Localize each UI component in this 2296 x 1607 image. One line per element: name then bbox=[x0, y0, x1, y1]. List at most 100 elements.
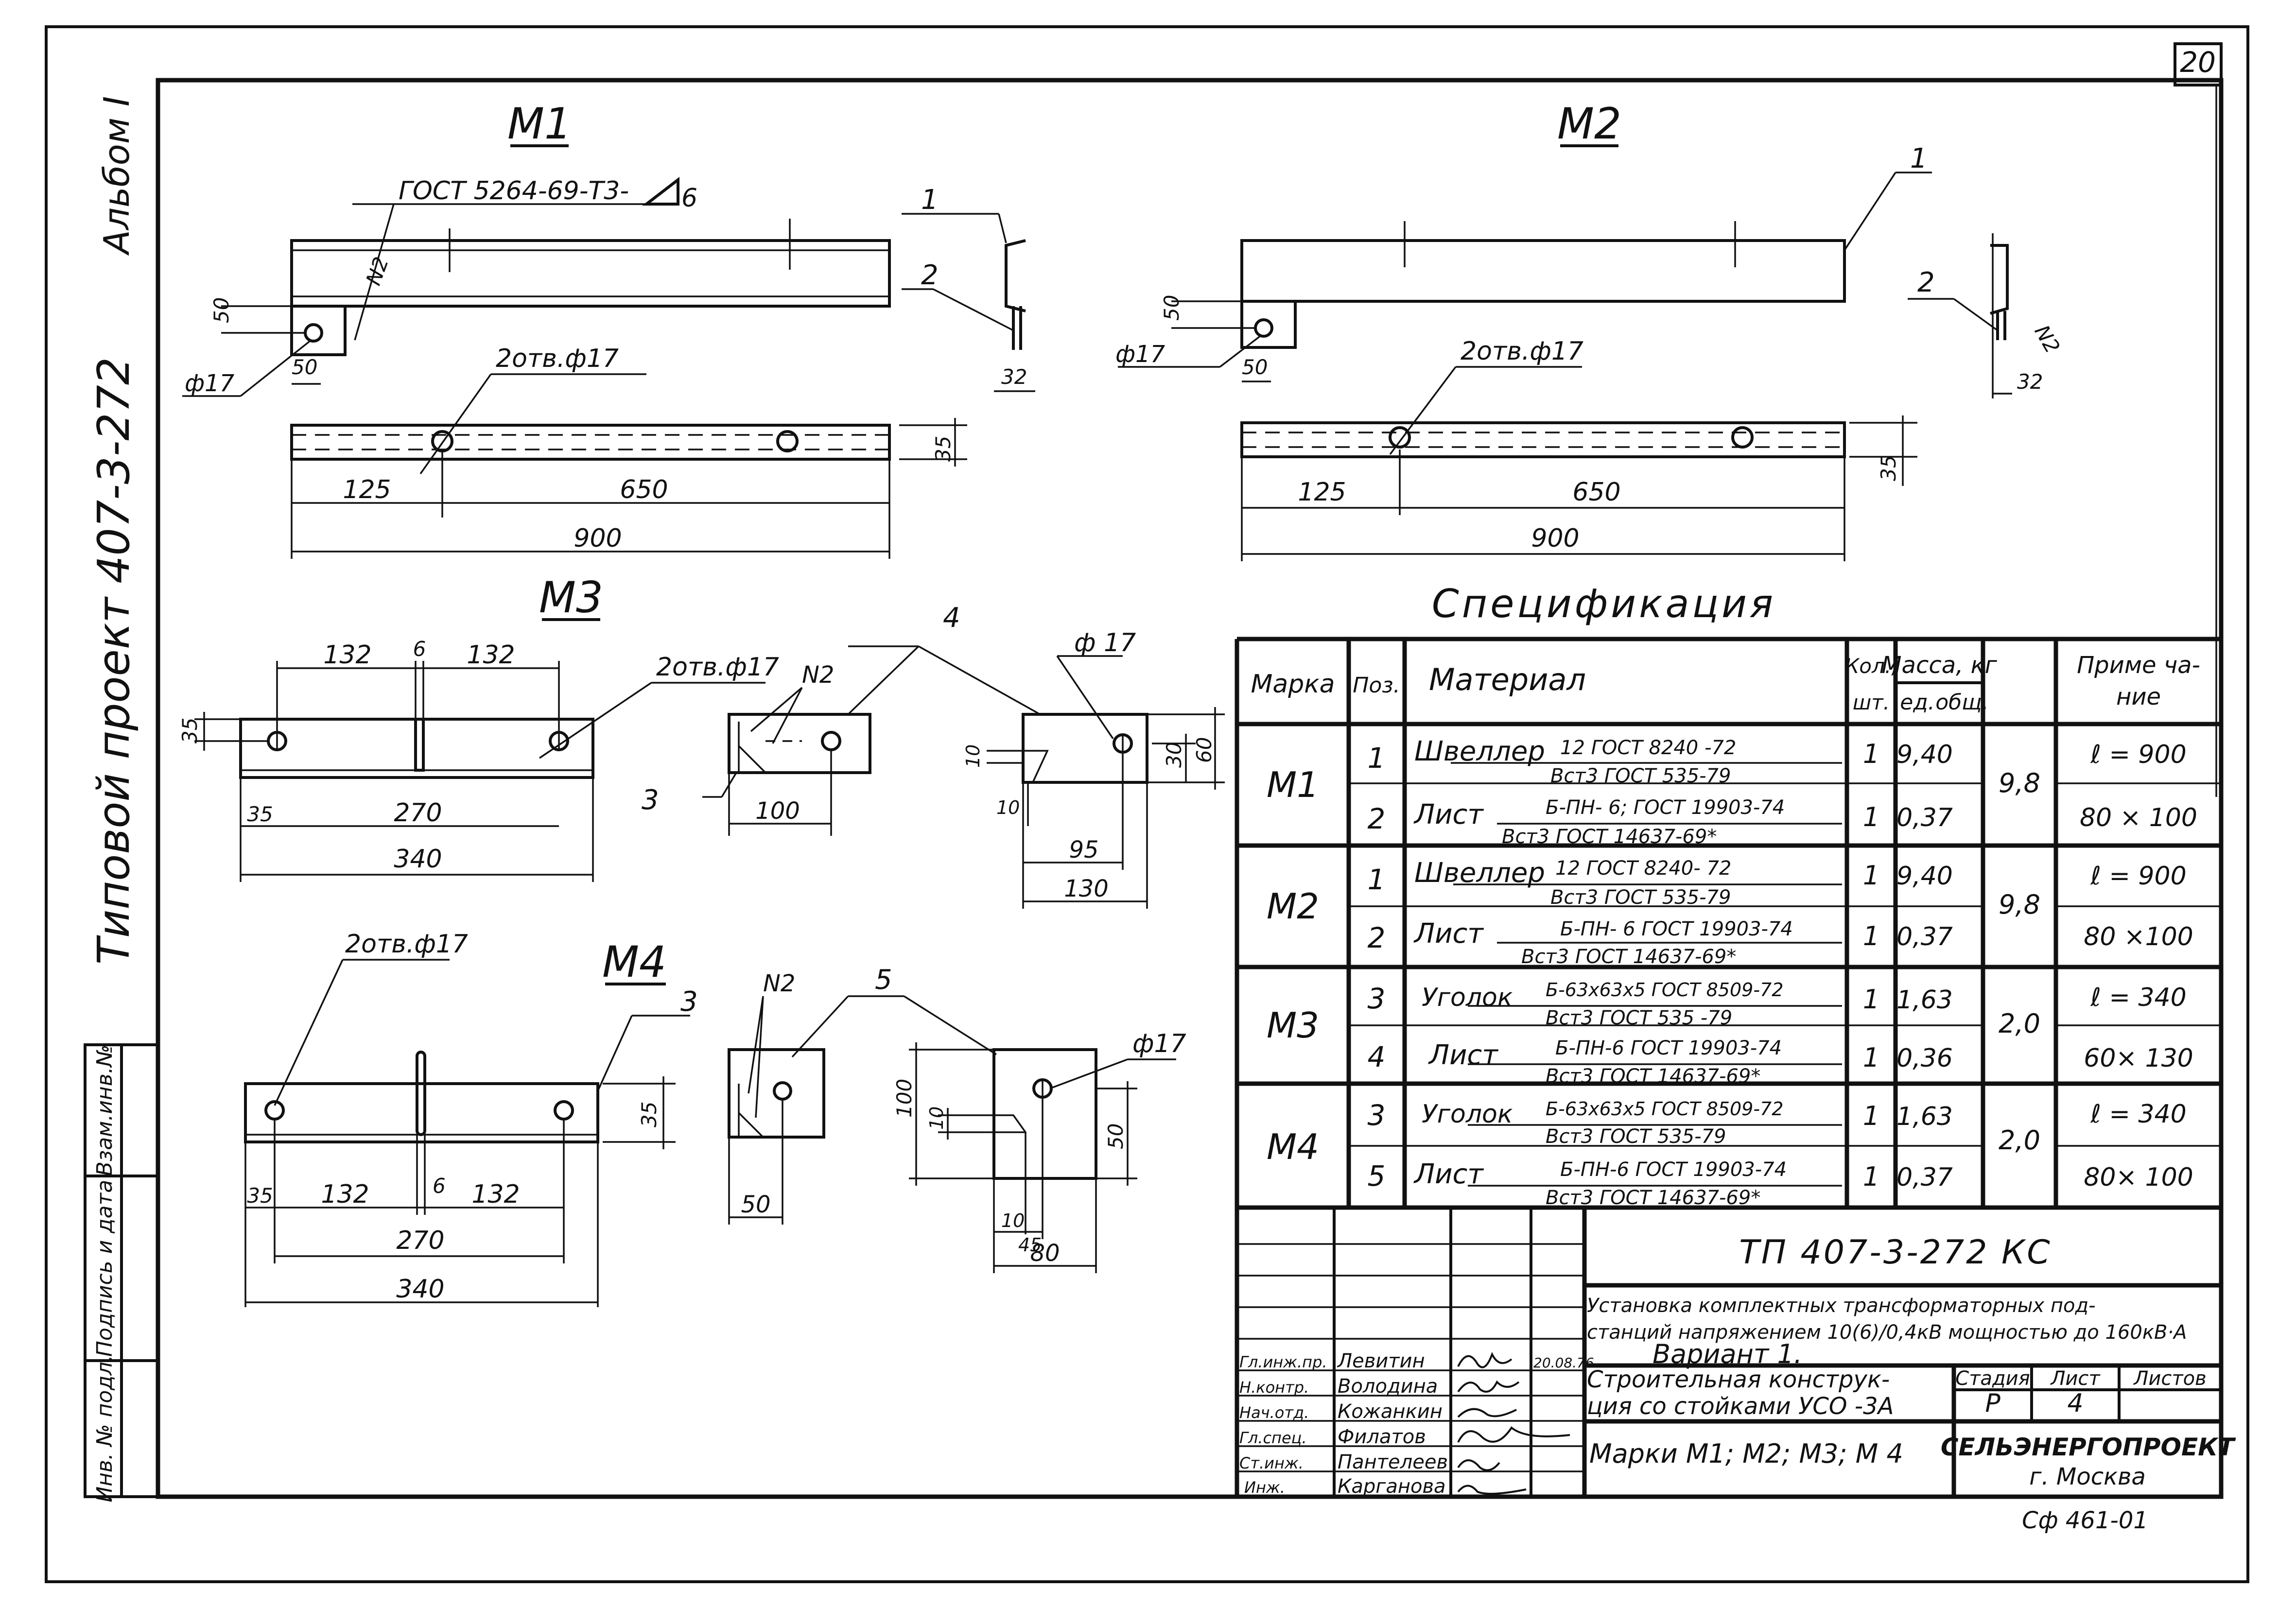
m4-callout5: 5 bbox=[875, 964, 892, 996]
m3-d100: 100 bbox=[755, 797, 800, 825]
m1-n2: N2 bbox=[361, 254, 393, 288]
m1-d32: 32 bbox=[1001, 365, 1027, 389]
spec-mark: М1 bbox=[1267, 764, 1319, 805]
spec-mark: М4 bbox=[1267, 1126, 1319, 1167]
m3-phi17: ф 17 bbox=[1074, 628, 1136, 657]
left-stamp bbox=[84, 1043, 159, 1498]
m3-d340: 340 bbox=[394, 845, 442, 874]
m4-phi17: ф17 bbox=[1132, 1029, 1186, 1058]
spec-material-top: Б-63х63х5 ГОСТ 8509-72 bbox=[1546, 979, 1783, 1001]
spec-material-name: Уголок bbox=[1422, 983, 1513, 1012]
spec-unit-mass: 0,37 bbox=[1896, 1163, 1953, 1192]
spec-header-pos: Поз. bbox=[1353, 673, 1400, 698]
spec-pos: 4 bbox=[1368, 1040, 1386, 1073]
m4-d10a: 10 bbox=[926, 1106, 947, 1130]
spec-mark: М3 bbox=[1267, 1005, 1319, 1046]
m1-callout2: 2 bbox=[921, 259, 939, 291]
spec-material-top: 12 ГОСТ 8240- 72 bbox=[1555, 857, 1731, 880]
spec-material-bottom: Вст3 ГОСТ 535 -79 bbox=[1546, 1007, 1732, 1029]
m1-drawing bbox=[182, 144, 1035, 559]
m2-n2: N2 bbox=[2030, 321, 2065, 358]
m1-d900: 900 bbox=[574, 524, 622, 553]
spec-unit-mass: 1,63 bbox=[1896, 985, 1953, 1015]
spec-pos: 5 bbox=[1368, 1159, 1386, 1192]
spec-material-top: Б-63х63х5 ГОСТ 8509-72 bbox=[1546, 1098, 1783, 1120]
m3-d132a: 132 bbox=[323, 640, 371, 670]
spec-material-name: Швеллер bbox=[1414, 736, 1545, 767]
spec-qty: 1 bbox=[1863, 1161, 1879, 1192]
spec-note: 80 ×100 bbox=[2084, 922, 2193, 951]
spec-pos: 3 bbox=[1368, 1099, 1386, 1132]
spec-unit-mass: 9,40 bbox=[1896, 862, 1953, 891]
m3-d10a: 10 bbox=[962, 744, 984, 768]
m4-holes: 2отв.ф17 bbox=[345, 930, 468, 959]
spec-title: Спецификация bbox=[1432, 581, 1776, 626]
m2-d50a: 50 bbox=[1160, 295, 1183, 321]
m3-d60: 60 bbox=[1192, 737, 1216, 763]
doc-marks: Марки М1; М2; М3; М 4 bbox=[1589, 1438, 1903, 1469]
spec-material-bottom: Вст3 ГОСТ 14637-69* bbox=[1502, 826, 1717, 848]
m2-title: М2 bbox=[1557, 99, 1621, 149]
spec-header-material: Материал bbox=[1429, 662, 1586, 697]
spec-unit-mass: 0,37 bbox=[1896, 922, 1953, 951]
m3-d10b: 10 bbox=[996, 797, 1020, 818]
spec-material-top: Б-ПН- 6; ГОСТ 19903-74 bbox=[1546, 796, 1785, 819]
m4-d270: 270 bbox=[396, 1226, 444, 1255]
m4-d10b: 10 bbox=[1001, 1210, 1025, 1231]
spec-pos: 1 bbox=[1368, 863, 1386, 896]
spec-note: ℓ = 340 bbox=[2090, 1100, 2186, 1129]
m3-d132b: 132 bbox=[467, 640, 515, 670]
spec-total-mass: 2,0 bbox=[1999, 1125, 2040, 1156]
sheet-frame bbox=[45, 25, 2249, 1583]
spec-material-bottom: Вст3 ГОСТ 14637-69* bbox=[1546, 1187, 1760, 1209]
spec-unit-mass: 0,36 bbox=[1896, 1044, 1953, 1073]
m4-d340: 340 bbox=[396, 1275, 444, 1304]
spec-total-mass: 9,8 bbox=[1999, 889, 2040, 920]
spec-note: 80× 100 bbox=[2084, 1163, 2193, 1192]
spec-material-name: Лист bbox=[1413, 1158, 1484, 1190]
doc-description-2: станций напряжением 10(6)/0,4кВ мощность… bbox=[1587, 1321, 2187, 1344]
spec-pos: 2 bbox=[1368, 802, 1386, 835]
spec-material-top: Б-ПН-6 ГОСТ 19903-74 bbox=[1555, 1037, 1782, 1059]
m4-d45: 45 bbox=[1018, 1234, 1042, 1256]
spec-note: ℓ = 900 bbox=[2090, 740, 2186, 769]
m2-d32: 32 bbox=[2017, 370, 2043, 394]
m4-drawing bbox=[244, 959, 1176, 1307]
spec-material-bottom: Вст3 ГОСТ 14637-69* bbox=[1546, 1065, 1760, 1088]
signature-name: Филатов bbox=[1338, 1426, 1426, 1448]
m3-callout4: 4 bbox=[943, 602, 960, 634]
m4-callout3: 3 bbox=[680, 986, 698, 1018]
signature-name: Пантелеев bbox=[1338, 1451, 1448, 1473]
spec-material-bottom: Вст3 ГОСТ 14637-69* bbox=[1521, 946, 1736, 968]
m1-weld-note: ГОСТ 5264-69-Т3- bbox=[399, 176, 629, 206]
doc-code: ТП 407-3-272 КС bbox=[1739, 1233, 2052, 1272]
sheet-value: 4 bbox=[2067, 1389, 2083, 1418]
m2-phi17: ф17 bbox=[1115, 341, 1165, 368]
doc-variant-1: Вариант 1. bbox=[1652, 1339, 1802, 1369]
signature-role: Гл.инж.пр. bbox=[1239, 1353, 1327, 1371]
m4-d132b: 132 bbox=[471, 1180, 520, 1209]
m4-title: М4 bbox=[602, 937, 666, 987]
m3-n2: N2 bbox=[802, 661, 834, 689]
m4-d132a: 132 bbox=[321, 1180, 369, 1209]
spec-material-name: Лист bbox=[1413, 918, 1484, 950]
m3-title: М3 bbox=[539, 572, 603, 622]
stamp-inv: Инв. № подл. bbox=[92, 1355, 117, 1503]
m3-holes: 2отв.ф17 bbox=[656, 653, 779, 682]
m3-d95: 95 bbox=[1069, 836, 1098, 864]
m2-drawing bbox=[1118, 144, 2012, 561]
organization-name: СЕЛЬЭНЕРГОПРОЕКТ bbox=[1941, 1433, 2236, 1461]
spec-unit-mass: 9,40 bbox=[1896, 740, 1953, 769]
spec-header-mark: Марка bbox=[1251, 670, 1335, 699]
m1-d650: 650 bbox=[620, 475, 668, 504]
m3-drawing bbox=[194, 618, 1225, 909]
m2-d35: 35 bbox=[1877, 455, 1900, 481]
spec-qty: 1 bbox=[1863, 921, 1879, 951]
m3-d6: 6 bbox=[413, 637, 426, 661]
m1-d125: 125 bbox=[343, 475, 391, 504]
handwritten-signatures bbox=[1457, 1352, 1570, 1495]
spec-pos: 2 bbox=[1368, 921, 1386, 954]
spec-header-note2: ние bbox=[2116, 683, 2161, 710]
m4-d35v: 35 bbox=[637, 1102, 661, 1127]
spec-material-top: Б-ПН-6 ГОСТ 19903-74 bbox=[1560, 1158, 1787, 1181]
